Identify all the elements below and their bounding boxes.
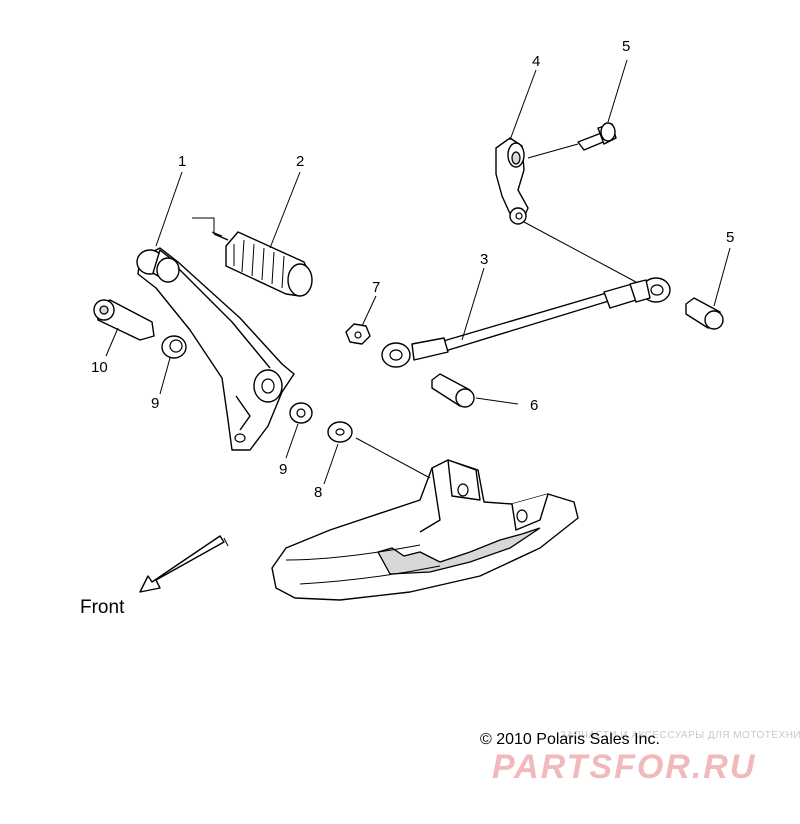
pedal-pad bbox=[192, 217, 313, 297]
callout-1: 1 bbox=[178, 153, 186, 170]
front-arrow-icon bbox=[139, 535, 229, 593]
copyright-text: © 2010 Polaris Sales Inc. bbox=[480, 731, 660, 748]
bolt-5-upper bbox=[577, 122, 617, 151]
callout-5-right: 5 bbox=[726, 229, 734, 246]
callout-2: 2 bbox=[296, 153, 304, 170]
callout-10: 10 bbox=[91, 359, 108, 376]
bushing-left bbox=[161, 335, 187, 359]
callout-6: 6 bbox=[530, 397, 538, 414]
clevis bbox=[495, 137, 529, 225]
footpeg-bracket bbox=[271, 459, 579, 601]
callout-7: 7 bbox=[372, 279, 380, 296]
callout-9-right: 9 bbox=[279, 461, 287, 478]
callout-4: 4 bbox=[532, 53, 540, 70]
watermark-logo: PARTSFOR.RU bbox=[492, 748, 757, 786]
bolt-6 bbox=[431, 373, 475, 408]
front-label: Front bbox=[80, 597, 125, 618]
brake-rod bbox=[381, 277, 671, 368]
callout-5-upper: 5 bbox=[622, 38, 630, 55]
brake-pedal bbox=[136, 247, 295, 451]
callout-3: 3 bbox=[480, 251, 488, 268]
pivot-bolt bbox=[93, 299, 155, 341]
callout-9-left: 9 bbox=[151, 395, 159, 412]
bolt-5-right bbox=[685, 297, 724, 330]
watermark-subtitle: ЗАПЧАСТИ И АКСЕССУАРЫ ДЛЯ МОТОТЕХНИКИ bbox=[560, 730, 800, 741]
washer-right bbox=[289, 402, 313, 424]
leader-lines bbox=[105, 59, 731, 485]
callout-8: 8 bbox=[314, 484, 322, 501]
washer-8 bbox=[327, 421, 353, 443]
nut bbox=[345, 323, 371, 345]
